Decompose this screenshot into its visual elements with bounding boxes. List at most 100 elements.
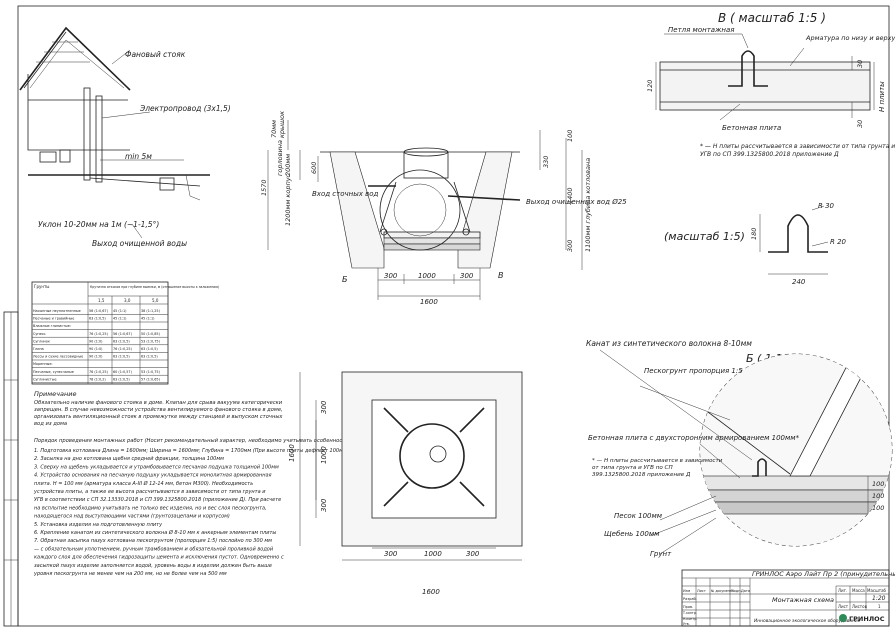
scale-label: Масштаб (867, 588, 887, 593)
stage-label: Лит. (838, 588, 847, 593)
table-cell: 90 (1:0) (89, 339, 103, 343)
procedure-line: на всплытие необходимо учитывать не толь… (34, 505, 267, 511)
table-cell: Моренные: (33, 362, 53, 366)
sheet-label: Лист (838, 604, 849, 609)
loop-detail-drawing (759, 205, 829, 275)
plan-dim-left-300-top: 300 (320, 400, 328, 414)
pit-depth-note: 1100мм глубина котлована (584, 158, 592, 252)
table-cell: 90 (1:0) (89, 347, 103, 351)
depth-600-dim: 600 (310, 162, 318, 174)
plan-dim-1600-left: 1600 (288, 444, 296, 462)
dim-30-top: 30 (856, 60, 864, 68)
layer-dim-2: 100 (872, 492, 884, 500)
table-header-soil: Грунты (34, 284, 49, 289)
table-cell: 63 (1:0,5) (89, 317, 106, 321)
table-cell: 60 (1:0,57) (113, 370, 133, 374)
plan-dim-left-300-bottom: 300 (320, 498, 328, 512)
lid-label: крышок (278, 111, 286, 138)
project-name: ГРИНЛОС Аэро Лайт Пр 2 (принудительный) (752, 570, 895, 578)
procedure-text: Порядок проведения монтажных работ (Носи… (33, 438, 410, 577)
slab-height-note: * — H плиты рассчитывается в зависимости… (592, 458, 723, 478)
slope-label: Уклон 10-20мм на 1м (~1-1,5°) (38, 220, 159, 229)
body-depth-dim: 1200мм корпус (284, 173, 292, 226)
procedure-line: каждого слоя для обеспечения гидрозащиты… (34, 555, 284, 561)
table-cell: 38 (1:1,25) (141, 309, 161, 313)
table-cell: 63 (1:0,5) (141, 347, 158, 351)
procedure-line: — с обязательным уплотнением, ручным тра… (34, 546, 274, 552)
table-cell: 63 (1:0,5) (113, 355, 130, 359)
concrete-plate-label: Бетонная плита (722, 124, 781, 132)
depth-1570-dim: 1570 (260, 179, 268, 196)
procedure-line: плита. H = 100 мм (арматура класса A-III… (34, 480, 253, 487)
procedure-line: 7. Обратная засыпка пазух котлована песк… (34, 538, 272, 544)
radius-30: R 30 (818, 202, 835, 210)
min-distance-label: min 5м (125, 152, 152, 161)
table-cell: 63 (1:0,5) (141, 355, 158, 359)
plate-height-note: * — H плиты рассчитывается в зависимости… (700, 143, 895, 158)
procedure-line: устройства плиты, а также ее высота расс… (33, 489, 266, 495)
table-cell: 78 (1:0,2) (89, 377, 106, 381)
note-line: вод из дома (34, 421, 67, 427)
loop-height-180: 180 (750, 228, 758, 240)
procedure-title: Порядок проведения монтажных работ (Носи… (34, 438, 410, 444)
section-dim-1000: 1000 (418, 272, 436, 280)
detail-b-drawing (599, 349, 893, 555)
row-checked: Пров. (683, 605, 693, 609)
table-cell: 56 (1:0,67) (89, 309, 109, 313)
sheets-count: 1 (878, 604, 881, 609)
table-header-slope: Крутизна откосов при глубине выемки, м (… (90, 285, 219, 289)
outlet-label: Выход очищенных вод Ø25 (526, 198, 627, 206)
note-line: запрещен. В случае невозможности устройс… (34, 407, 283, 413)
plan-dim-bottom-300-left: 300 (384, 550, 398, 558)
org-name: Инновационное экологическое оборудование (754, 618, 861, 624)
row-tech-control: Т.контр. (682, 611, 697, 615)
detail-v-title: В ( масштаб 1:5 ) (718, 11, 826, 25)
treated-water-outlet-label: Выход очищенной воды (92, 239, 187, 248)
section-dim-right-300: 300 (460, 272, 474, 280)
procedure-line: 6. Крепление канатом из синтетического в… (34, 529, 276, 536)
table-cell: 90 (1:0) (89, 355, 103, 359)
col-signature: Подп. (731, 589, 742, 593)
dim-120: 120 (646, 80, 654, 92)
table-cell: Влажные глинистые: (33, 324, 71, 328)
procedure-line: уровня пескогрунта не менее чем на 200 м… (33, 571, 227, 577)
mass-label: Масса (852, 588, 865, 593)
plan-dim-bottom-300-right: 300 (466, 550, 480, 558)
plate-height-label: H плиты (878, 81, 886, 112)
table-cell: 53 (1:0,75) (141, 339, 161, 343)
table-cell: 45 (1:1) (113, 309, 127, 313)
loop-width-240: 240 (792, 278, 806, 286)
rebar-label: Арматура по низу и верху плиты (805, 34, 895, 42)
procedure-line: 4. Устройство основания на песчаную поду… (34, 473, 272, 479)
plan-view (299, 371, 523, 561)
table-cell: 63 (1:0,5) (113, 339, 130, 343)
dim-300-side: 300 (566, 240, 574, 252)
procedure-line: 2. Засыпка на дно котлована щебня средне… (34, 456, 224, 462)
row-developer: Разраб. (683, 597, 697, 601)
table-cell: Суглинистые (33, 377, 57, 381)
slope-table (31, 281, 169, 385)
dim-100-top: 100 (566, 130, 574, 142)
sand-layer-label: Песок 100мм (614, 512, 663, 520)
table-cell: 63 (1:0,5) (113, 377, 130, 381)
lid-height-dim: 70мм (270, 120, 278, 138)
procedure-line: засыпкой пазух изделие заполняется водой… (34, 563, 272, 569)
plan-dim-left-1000: 1000 (320, 446, 328, 464)
table-cell: 50 (1:0,85) (141, 332, 161, 336)
soil-label: Грунт (650, 550, 672, 558)
table-cell: 76 (1:0,25) (113, 347, 133, 351)
sand-soil-label: Пескогрунт пропорция 1:5 (644, 367, 743, 375)
table-cell: 45 (1:1) (141, 317, 155, 321)
title-block (681, 569, 890, 627)
section-total-1600: 1600 (420, 298, 438, 306)
loop-label: Петля монтажная (668, 26, 734, 34)
scale-value: 1:20 (872, 595, 886, 602)
row-norm-control: Н.контр. (683, 617, 697, 621)
procedure-line: находящегося над выступающими частями (г… (34, 514, 230, 520)
table-cell: Глина (33, 347, 44, 351)
neck-label: горловина (276, 140, 284, 176)
table-cell: Песчаные и гравийные (33, 317, 74, 321)
table-cell: Супесь (33, 332, 46, 336)
